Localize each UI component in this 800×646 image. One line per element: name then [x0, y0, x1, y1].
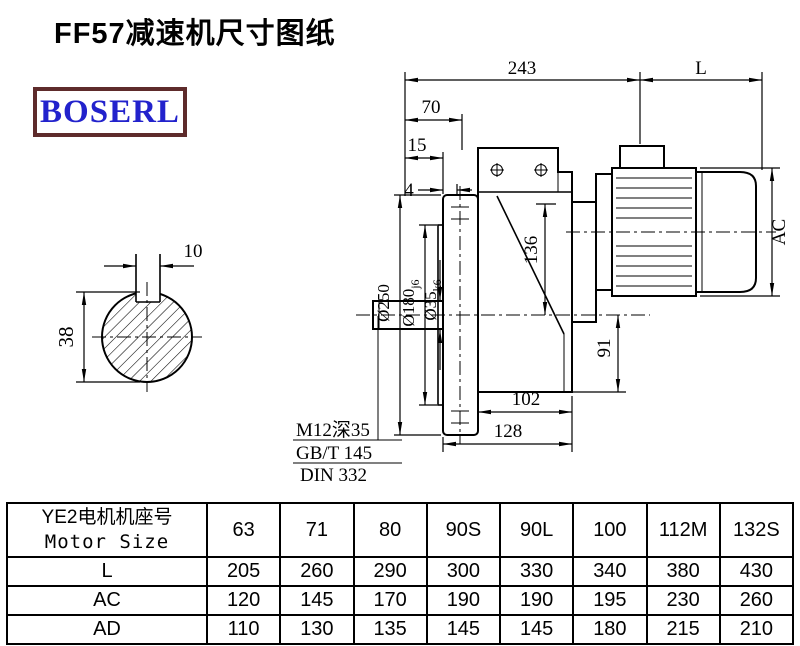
dim-label-key-width: 10 — [184, 241, 203, 262]
value-cell: 120 — [205, 585, 282, 616]
header-frame-100: 100 — [572, 502, 648, 558]
value-cell: 205 — [205, 556, 282, 587]
dim-label-flange-dia: Ø250 — [374, 284, 393, 322]
dim-label-128: 128 — [494, 421, 523, 442]
value-cell: 135 — [352, 614, 428, 645]
dim-label-spigot-dia: Ø180j6 — [399, 279, 422, 326]
header-frame-132s: 132S — [718, 502, 795, 558]
callout-tap: M12深35 — [296, 419, 370, 441]
value-cell: 180 — [572, 614, 648, 645]
header-frame-71: 71 — [279, 502, 355, 558]
dim-label-102: 102 — [512, 389, 541, 410]
value-cell: 260 — [279, 556, 355, 587]
dim-label-shaft-end-dia: 38 — [54, 327, 78, 348]
value-cell: 380 — [645, 556, 721, 587]
brand-logo-text: BOSERL — [40, 93, 180, 130]
value-cell: 330 — [498, 556, 575, 587]
motor-dimension-table: YE2电机机座号 Motor Size 63 71 80 90S 90L 100… — [6, 502, 795, 645]
value-cell: 145 — [425, 614, 502, 645]
shaft-end-view: 10 38 — [54, 241, 203, 392]
value-cell: 260 — [718, 585, 795, 616]
table-row-L: L 205 260 290 300 330 340 380 430 — [6, 556, 795, 587]
table-row-AD: AD 110 130 135 145 145 180 215 210 — [6, 614, 795, 645]
value-cell: 290 — [352, 556, 428, 587]
value-cell: 195 — [572, 585, 648, 616]
value-cell: 210 — [718, 614, 795, 645]
technical-drawing: 10 38 — [54, 58, 790, 486]
header-frame-112m: 112M — [645, 502, 721, 558]
value-cell: 215 — [645, 614, 721, 645]
dim-label-4: 4 — [404, 180, 414, 201]
header-motor-size-en: Motor Size — [44, 531, 170, 553]
dim-label-91: 91 — [594, 339, 615, 358]
header-motor-size-cn: YE2电机机座号 — [41, 507, 173, 528]
table-header-row: YE2电机机座号 Motor Size 63 71 80 90S 90L 100… — [6, 502, 795, 558]
header-frame-90s: 90S — [425, 502, 502, 558]
value-cell: 145 — [279, 585, 355, 616]
gearbox-side-view — [356, 145, 776, 444]
row-label-AD: AD — [6, 614, 208, 645]
callout-din-standard: DIN 332 — [300, 465, 367, 486]
value-cell: 230 — [645, 585, 721, 616]
tapped-hole-callout: M12深35 GB/T 145 DIN 332 — [293, 316, 402, 486]
row-label-AC: AC — [6, 585, 208, 616]
dim-label-15: 15 — [408, 135, 427, 156]
header-frame-63: 63 — [205, 502, 282, 558]
value-cell: 145 — [498, 614, 575, 645]
dim-label-shaft-length: 70 — [422, 97, 441, 118]
value-cell: 110 — [205, 614, 282, 645]
dim-label-shaft-dia: Ø35k6 — [421, 279, 444, 320]
header-frame-90l: 90L — [498, 502, 575, 558]
table-row-AC: AC 120 145 170 190 190 195 230 260 — [6, 585, 795, 616]
dim-label-136: 136 — [521, 236, 542, 265]
header-frame-80: 80 — [352, 502, 428, 558]
row-label-L: L — [6, 556, 208, 587]
dim-label-overall-width: 243 — [508, 58, 537, 79]
brand-logo: BOSERL — [33, 87, 187, 137]
value-cell: 170 — [352, 585, 428, 616]
callout-gbt-standard: GB/T 145 — [296, 443, 372, 464]
value-cell: 300 — [425, 556, 502, 587]
dim-label-motor-ac: AC — [769, 219, 790, 245]
value-cell: 430 — [718, 556, 795, 587]
value-cell: 190 — [498, 585, 575, 616]
value-cell: 340 — [572, 556, 648, 587]
header-motor-size: YE2电机机座号 Motor Size — [6, 502, 208, 558]
dimension-annotations: 243 L 70 15 4 Ø250 Ø180j6 — [374, 58, 790, 452]
value-cell: 190 — [425, 585, 502, 616]
dim-label-motor-length: L — [695, 58, 707, 79]
page-title: FF57减速机尺寸图纸 — [54, 18, 336, 50]
value-cell: 130 — [279, 614, 355, 645]
